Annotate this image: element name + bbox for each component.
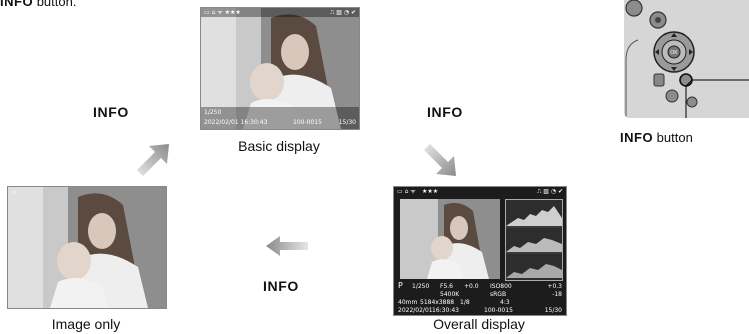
basic-bottom-osd: 1/250 2022/02/01 16:30:43 100-0015 15/30: [201, 107, 359, 129]
overall-osd-focal: 40mm: [398, 299, 418, 306]
ok-button-icon: [667, 45, 681, 59]
overall-osd-file-number: 100-0015: [484, 307, 513, 314]
overall-osd-iso: ISO800: [490, 283, 512, 290]
overall-display-screen: ▭ ⌂ ᯤ ★★★ ⎍ ▧ ◔ ✔ P 1/250 F5.6 +0.0 ISO8…: [393, 186, 567, 316]
mode-dial-icon: [625, 0, 643, 17]
overall-histogram: [505, 199, 563, 281]
ok-label: OK: [670, 50, 678, 56]
camera-back-illustration: OK: [624, 0, 749, 118]
basic-osd-file-number: 100-0015: [293, 119, 322, 126]
basic-display-screen: ▭ ⌂ ᯤ ★★★ ⎍ ▧ ◔ ✔ 1/250 2022/02/01 16:30…: [200, 7, 360, 130]
basic-top-osd: ▭ ⌂ ᯤ ★★★ ⎍ ▧ ◔ ✔: [201, 8, 359, 17]
histogram-graph: [506, 206, 562, 278]
intro-suffix: button.: [36, 0, 77, 9]
overall-osd-shutter: 1/250: [412, 283, 430, 290]
overall-osd-wb: 5400K: [440, 291, 460, 298]
basic-osd-icons-left: ▭ ⌂ ᯤ ★★★: [204, 9, 241, 16]
arrow-down-right-icon: [424, 144, 456, 176]
basic-osd-shutter: 1/250: [204, 109, 222, 116]
intro-text: INFO button.: [0, 0, 76, 9]
intro-info-keyword: INFO: [0, 0, 34, 9]
image-only-photo: [8, 187, 166, 308]
basic-display-photo: [201, 8, 359, 129]
info-label-bottom: INFO: [263, 278, 299, 294]
info-label-right: INFO: [427, 104, 463, 120]
info-label-left: INFO: [93, 104, 129, 120]
overall-osd-mode: P: [398, 281, 403, 290]
overall-osd-icons-left: ▭ ⌂ ᯤ: [397, 188, 416, 195]
overall-osd-icons-right: ⎍ ▧ ◔ ✔: [537, 188, 563, 195]
info-button-icon: [679, 73, 693, 87]
camera-controls-drawing: OK: [624, 0, 749, 118]
image-only-screen: ▭: [7, 186, 167, 309]
caption-basic-display: Basic display: [238, 138, 320, 154]
overall-osd-ratio: 1/8: [460, 299, 470, 306]
overall-osd-aperture: F5.6: [440, 283, 453, 290]
overall-osd-flash-comp: -18: [552, 291, 562, 298]
overall-osd-ev: +0.0: [464, 283, 479, 290]
arrow-left-icon: [266, 236, 308, 256]
overall-top-osd: ▭ ⌂ ᯤ ★★★ ⎍ ▧ ◔ ✔: [394, 187, 566, 196]
overall-osd-colorspace: sRGB: [490, 291, 507, 298]
overall-osd-time: 16:30:43: [432, 307, 459, 314]
info-button-label-rest: button: [653, 130, 693, 145]
info-button-label: INFO button: [620, 130, 693, 145]
overall-osd-aspect: 4:3: [500, 299, 510, 306]
overall-osd-date: 2022/02/01: [398, 307, 433, 314]
info-button-label-bold: INFO: [620, 130, 654, 145]
caption-image-only: Image only: [51, 316, 121, 332]
overall-osd-rating: ★★★: [422, 188, 439, 195]
basic-osd-frame: 15/30: [338, 119, 356, 126]
basic-osd-datetime: 2022/02/01 16:30:43: [204, 119, 268, 126]
overall-osd-size: 5184x3888: [420, 299, 455, 306]
overall-osd-exp-comp: +0.3: [547, 283, 562, 290]
caption-overall-display: Overall display: [433, 316, 525, 332]
basic-osd-icons-right: ⎍ ▧ ◔ ✔: [330, 9, 356, 16]
overall-thumbnail-photo: [400, 199, 500, 279]
overall-osd-frame: 15/30: [544, 307, 562, 314]
arrow-up-right-icon: [137, 144, 169, 176]
image-only-card-icon: ▭: [11, 189, 17, 196]
